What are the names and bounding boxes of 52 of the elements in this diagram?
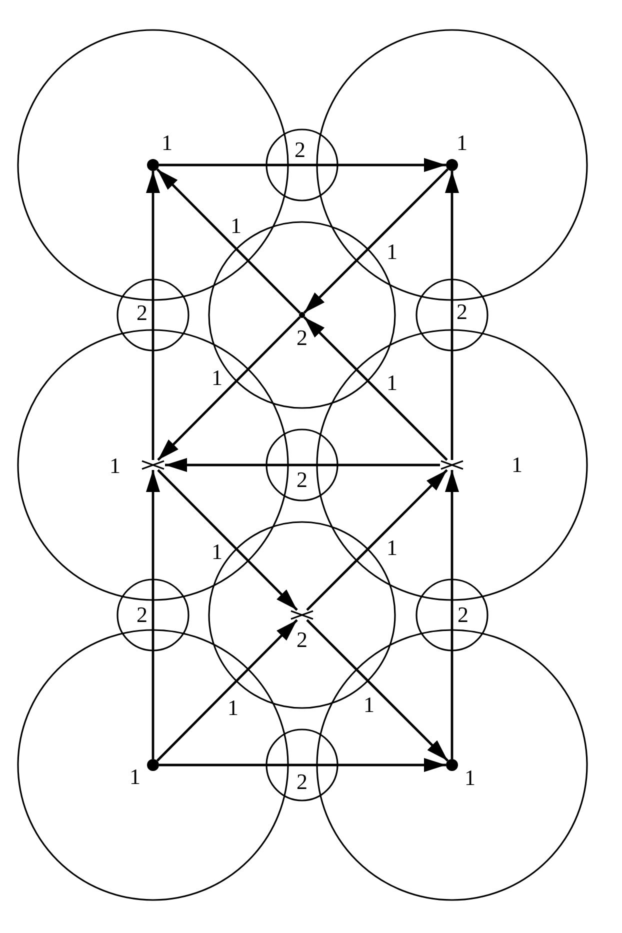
dot-marker: [147, 159, 159, 171]
large-circle: [316, 29, 588, 301]
arrow: [159, 158, 446, 172]
arrow: [156, 619, 298, 762]
number-label: 2: [136, 304, 148, 322]
dot-marker: [446, 159, 458, 171]
arrow: [306, 469, 448, 611]
number-label: 2: [296, 471, 308, 489]
cross-marker: [141, 460, 165, 470]
number-label: 2: [296, 631, 308, 649]
number-label: 2: [458, 606, 468, 624]
arrow: [445, 470, 459, 759]
edge-label: 1: [386, 374, 398, 392]
arrow: [303, 168, 449, 314]
number-label: 1: [512, 456, 522, 474]
number-label: 2: [456, 303, 468, 321]
number-label: 2: [294, 141, 306, 159]
crossing-point: [299, 312, 305, 318]
number-label: 1: [130, 768, 140, 786]
number-label: 1: [464, 769, 476, 787]
arrow: [156, 168, 301, 314]
arrow: [303, 316, 448, 461]
edge-label: 1: [364, 696, 374, 714]
dot-marker: [446, 759, 458, 771]
dot-marker: [147, 759, 159, 771]
number-label: 2: [296, 773, 308, 791]
arrow: [146, 470, 160, 759]
edge-label: 1: [386, 539, 398, 557]
edge-label: 1: [212, 543, 222, 561]
large-circle: [17, 29, 289, 301]
large-circle: [17, 629, 289, 901]
edge-label: 1: [228, 699, 238, 717]
cross-marker: [290, 610, 314, 620]
arrow: [146, 171, 160, 460]
edge-label: 1: [230, 217, 242, 235]
number-label: 2: [136, 606, 148, 624]
arrow: [157, 469, 298, 611]
arrow: [159, 758, 446, 772]
edge-label: 1: [212, 369, 222, 387]
large-circle: [316, 329, 588, 601]
arrow: [306, 619, 449, 762]
number-label: 2: [296, 329, 308, 347]
number-label: 1: [110, 457, 120, 475]
arrow: [165, 458, 440, 472]
number-label: 1: [162, 134, 172, 152]
large-circle: [17, 329, 289, 601]
number-label: 1: [456, 134, 468, 152]
arrow: [445, 171, 459, 460]
large-circle: [316, 629, 588, 901]
edge-label: 1: [386, 243, 398, 261]
cross-marker: [440, 460, 464, 470]
arrow: [157, 316, 301, 461]
